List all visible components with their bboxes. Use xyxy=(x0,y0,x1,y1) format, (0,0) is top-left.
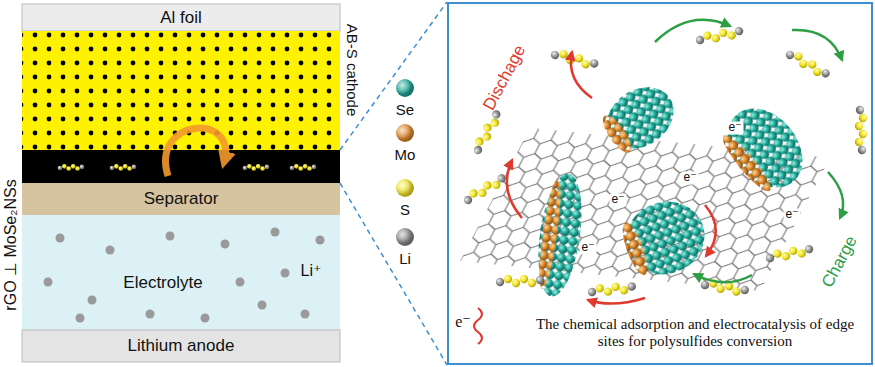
ion-dot xyxy=(44,278,53,287)
polysulfide xyxy=(765,243,815,264)
electron-label: e⁻ xyxy=(609,193,626,206)
polysulfide xyxy=(587,281,636,298)
separator-band: Separator xyxy=(22,183,340,215)
mo-atoms xyxy=(598,111,636,156)
ion-dot xyxy=(258,301,267,310)
polysulfide xyxy=(290,164,317,171)
ion-dot xyxy=(281,269,290,278)
polysulfide xyxy=(695,25,745,46)
ion-dot xyxy=(301,310,310,319)
mose2-cluster xyxy=(712,94,818,203)
layer-label: AB-S cathode xyxy=(343,24,360,117)
layer-label: Electrolyte xyxy=(123,273,202,293)
annotation-text: The chemical adsorption and electrocatal… xyxy=(524,314,867,353)
polysulfide xyxy=(470,108,505,156)
legend-text: Li xyxy=(399,250,411,267)
ion-dot xyxy=(106,246,115,255)
layer-label: Separator xyxy=(144,189,219,209)
charge-arrow xyxy=(655,20,730,42)
polysulfide xyxy=(58,164,85,171)
legend-swatch xyxy=(396,179,414,197)
ion-dot xyxy=(146,310,155,319)
ion-dot xyxy=(166,232,175,241)
ion-dot xyxy=(88,296,97,305)
ion-dot xyxy=(221,240,230,249)
mo-atoms xyxy=(717,131,776,196)
polysulfide xyxy=(461,172,509,207)
ion-dot xyxy=(76,314,85,323)
conversion-arrows xyxy=(507,20,843,304)
ion-dot xyxy=(271,228,280,237)
mose2-cluster xyxy=(615,190,715,285)
layer-label: Li⁺ xyxy=(301,262,322,280)
legend-swatch xyxy=(396,228,414,246)
polysulfide xyxy=(110,164,137,171)
ion-dot xyxy=(201,314,210,323)
electron-squiggle xyxy=(474,308,482,344)
mo-atoms xyxy=(535,177,564,290)
lithium-ions xyxy=(44,228,325,323)
legend-swatch xyxy=(396,79,414,97)
polysulfide xyxy=(550,47,600,72)
polysulfide xyxy=(496,275,544,287)
polysulfide xyxy=(784,47,832,82)
charge-label: Charge xyxy=(819,233,862,291)
discharge-arrow xyxy=(507,160,522,218)
legend-text: S xyxy=(400,201,410,218)
polysulfide xyxy=(243,164,270,171)
return-arrow xyxy=(166,128,226,176)
se-atoms xyxy=(594,74,685,161)
electrolyte-region: Electrolyte Li⁺ xyxy=(22,215,340,330)
trapped-polysulfides xyxy=(58,164,317,171)
polysulfide xyxy=(855,106,867,154)
mose2-cluster xyxy=(594,74,685,161)
discharge-arrow xyxy=(588,298,645,304)
polysulfide-chains xyxy=(461,25,867,298)
layer-label: Al foil xyxy=(160,8,202,28)
legend-text: Mo xyxy=(395,146,416,163)
electron-label: e⁻ xyxy=(783,208,800,221)
se-atoms xyxy=(615,190,715,285)
layer-label: Lithium anode xyxy=(128,336,235,356)
legend-text: Se xyxy=(396,101,414,118)
electron-label: e⁻ xyxy=(579,241,596,254)
zoom-guide-line xyxy=(340,183,447,365)
charge-arrow xyxy=(792,30,842,60)
electron-label: e⁻ xyxy=(681,171,698,184)
anode-band: Lithium anode xyxy=(22,330,340,362)
electrolyte-layer xyxy=(22,215,340,330)
discharge-arrow xyxy=(705,205,716,256)
ion-dot xyxy=(236,278,245,287)
charge-arrow xyxy=(694,274,752,282)
zoom-guide-line xyxy=(340,2,447,150)
al-foil-layer xyxy=(22,4,340,31)
separator-layer xyxy=(22,183,340,215)
anode-layer xyxy=(22,330,340,362)
electron-label: e⁻ xyxy=(455,313,471,331)
charge-arrow xyxy=(828,172,843,218)
ion-dot xyxy=(56,234,65,243)
discharge-label: Dischage xyxy=(480,42,530,113)
interlayer xyxy=(22,150,340,183)
se-atoms xyxy=(712,94,818,203)
mo-atoms xyxy=(618,220,652,278)
layer-label: rGO ⊥ MoSe₂NSs xyxy=(2,179,20,310)
legend-swatch xyxy=(396,124,414,142)
foil-band: Al foil xyxy=(22,4,340,31)
discharge-arrow xyxy=(571,52,592,98)
ion-dot xyxy=(316,236,325,245)
cathode-layer: AB-S cathode xyxy=(22,31,340,150)
electron-label: e⁻ xyxy=(726,121,743,134)
interlayer-band: rGO ⊥ MoSe₂NSs xyxy=(22,150,340,183)
